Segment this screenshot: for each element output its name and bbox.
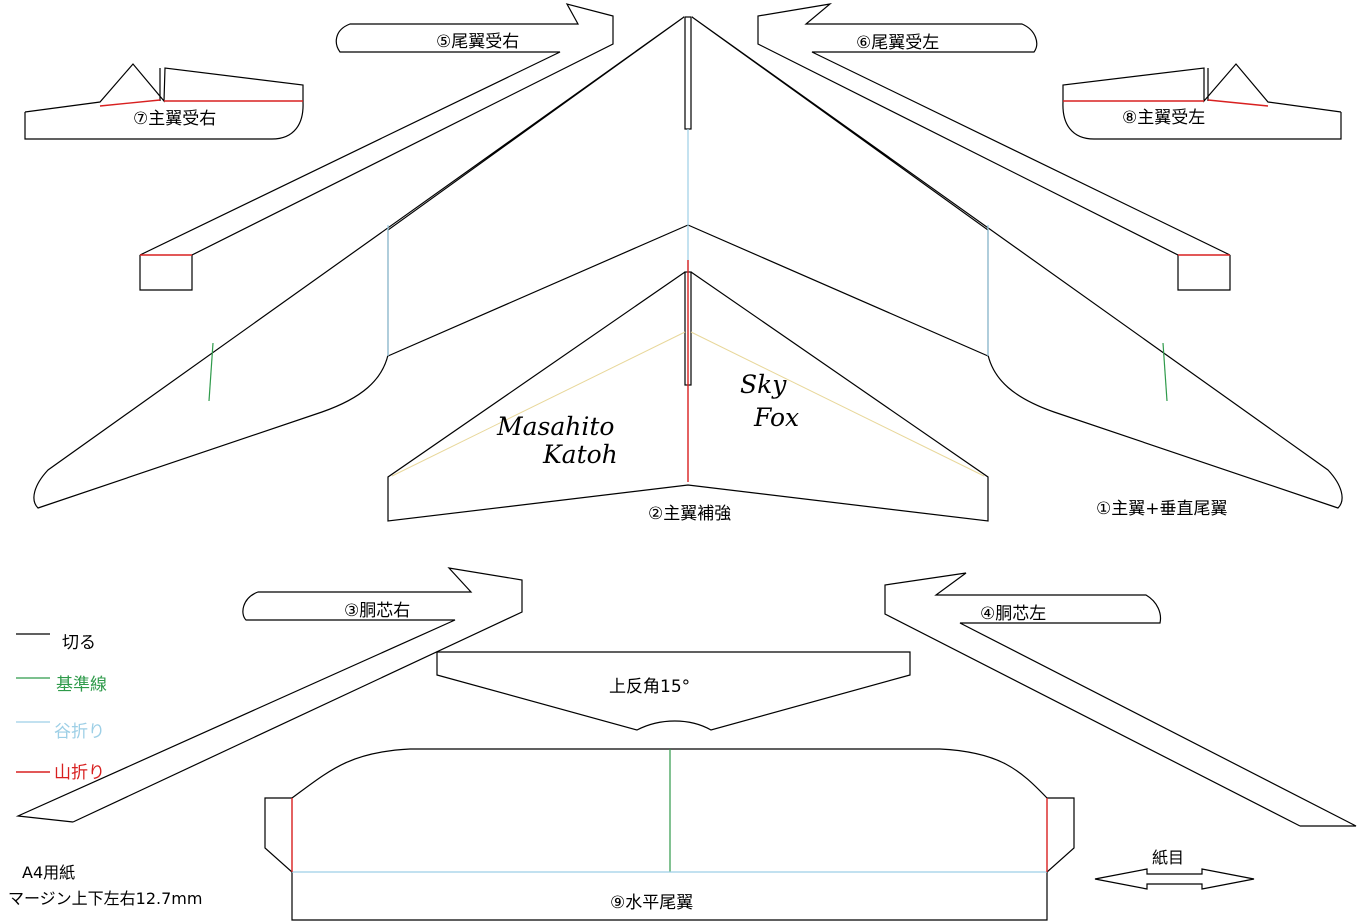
- label-horizontal-tail: ⑨水平尾翼: [610, 893, 693, 913]
- legend-valley-label: 谷折り: [54, 722, 105, 742]
- label-tail-mount-right: ⑤尾翼受右: [436, 32, 519, 52]
- main-wing-left-trailing: [387, 224, 689, 357]
- horizontal-tail-part: [264, 651, 1075, 921]
- grain-double-arrow-icon: [1094, 868, 1255, 890]
- reinforcement-guide-right: [690, 331, 985, 477]
- label-wing-mount-left: ⑧主翼受左: [1122, 108, 1205, 128]
- body-core-right-outline: [15, 567, 523, 823]
- wing-reinforcement-part: [387, 260, 989, 522]
- author-last-name: Katoh: [542, 440, 618, 469]
- body-core-left-part: [884, 572, 1357, 827]
- paper-margin-note: マージン上下左右12.7mm: [8, 889, 202, 908]
- legend-cut-label: 切る: [62, 633, 96, 653]
- tail-mount-left-outline: [757, 3, 1231, 291]
- horizontal-tail-outline: [264, 748, 1075, 921]
- wing-mount-right-part: [24, 63, 304, 140]
- main-wing-left-outline: [33, 16, 685, 509]
- wing-mount-right-mountain-fold-a: [99, 99, 161, 107]
- author-first-name: Masahito: [496, 412, 614, 441]
- body-core-left-outline: [884, 572, 1357, 827]
- paper-grain-label: 紙目: [1152, 848, 1184, 867]
- legend-reference-label: 基準線: [56, 675, 107, 695]
- reinforcement-guide-left: [391, 331, 686, 477]
- paper-size-note: A4用紙: [22, 863, 75, 882]
- tail-mount-right-outline: [139, 3, 614, 291]
- main-wing-left-reference-line: [208, 342, 214, 402]
- legend-mountain-label: 山折り: [54, 763, 105, 783]
- label-body-core-right: ③胴芯右: [344, 601, 410, 621]
- dihedral-flap-outline: [436, 651, 911, 731]
- label-dihedral: 上反角15°: [609, 677, 690, 697]
- body-core-right-part: [15, 567, 523, 823]
- label-tail-mount-left: ⑥尾翼受左: [856, 33, 939, 53]
- label-wing-mount-right: ⑦主翼受右: [133, 109, 216, 129]
- paper-grain-indicator: 紙目: [1094, 848, 1255, 890]
- label-main-wing-reinforce: ②主翼補強: [648, 504, 731, 524]
- main-wing-right-reference-line: [1162, 342, 1168, 402]
- model-name-line1: Sky: [740, 370, 787, 399]
- model-name-line2: Fox: [753, 403, 799, 432]
- main-wing-right-trailing: [687, 224, 989, 357]
- reinforcement-outline: [387, 271, 989, 522]
- wing-mount-left-part: [1062, 63, 1342, 140]
- main-wing-part: [33, 16, 1343, 509]
- wing-mount-left-mountain-fold-a: [1207, 99, 1269, 107]
- vertical-tail-slot: [684, 16, 692, 130]
- label-main-wing-vertical: ①主翼+垂直尾翼: [1096, 499, 1227, 519]
- tail-mount-right-part: [139, 3, 614, 291]
- line-legend: 切る 基準線 谷折り 山折り: [16, 633, 107, 783]
- tail-mount-left-part: [757, 3, 1231, 291]
- label-body-core-left: ④胴芯左: [980, 604, 1046, 624]
- main-wing-right-outline: [691, 16, 1343, 509]
